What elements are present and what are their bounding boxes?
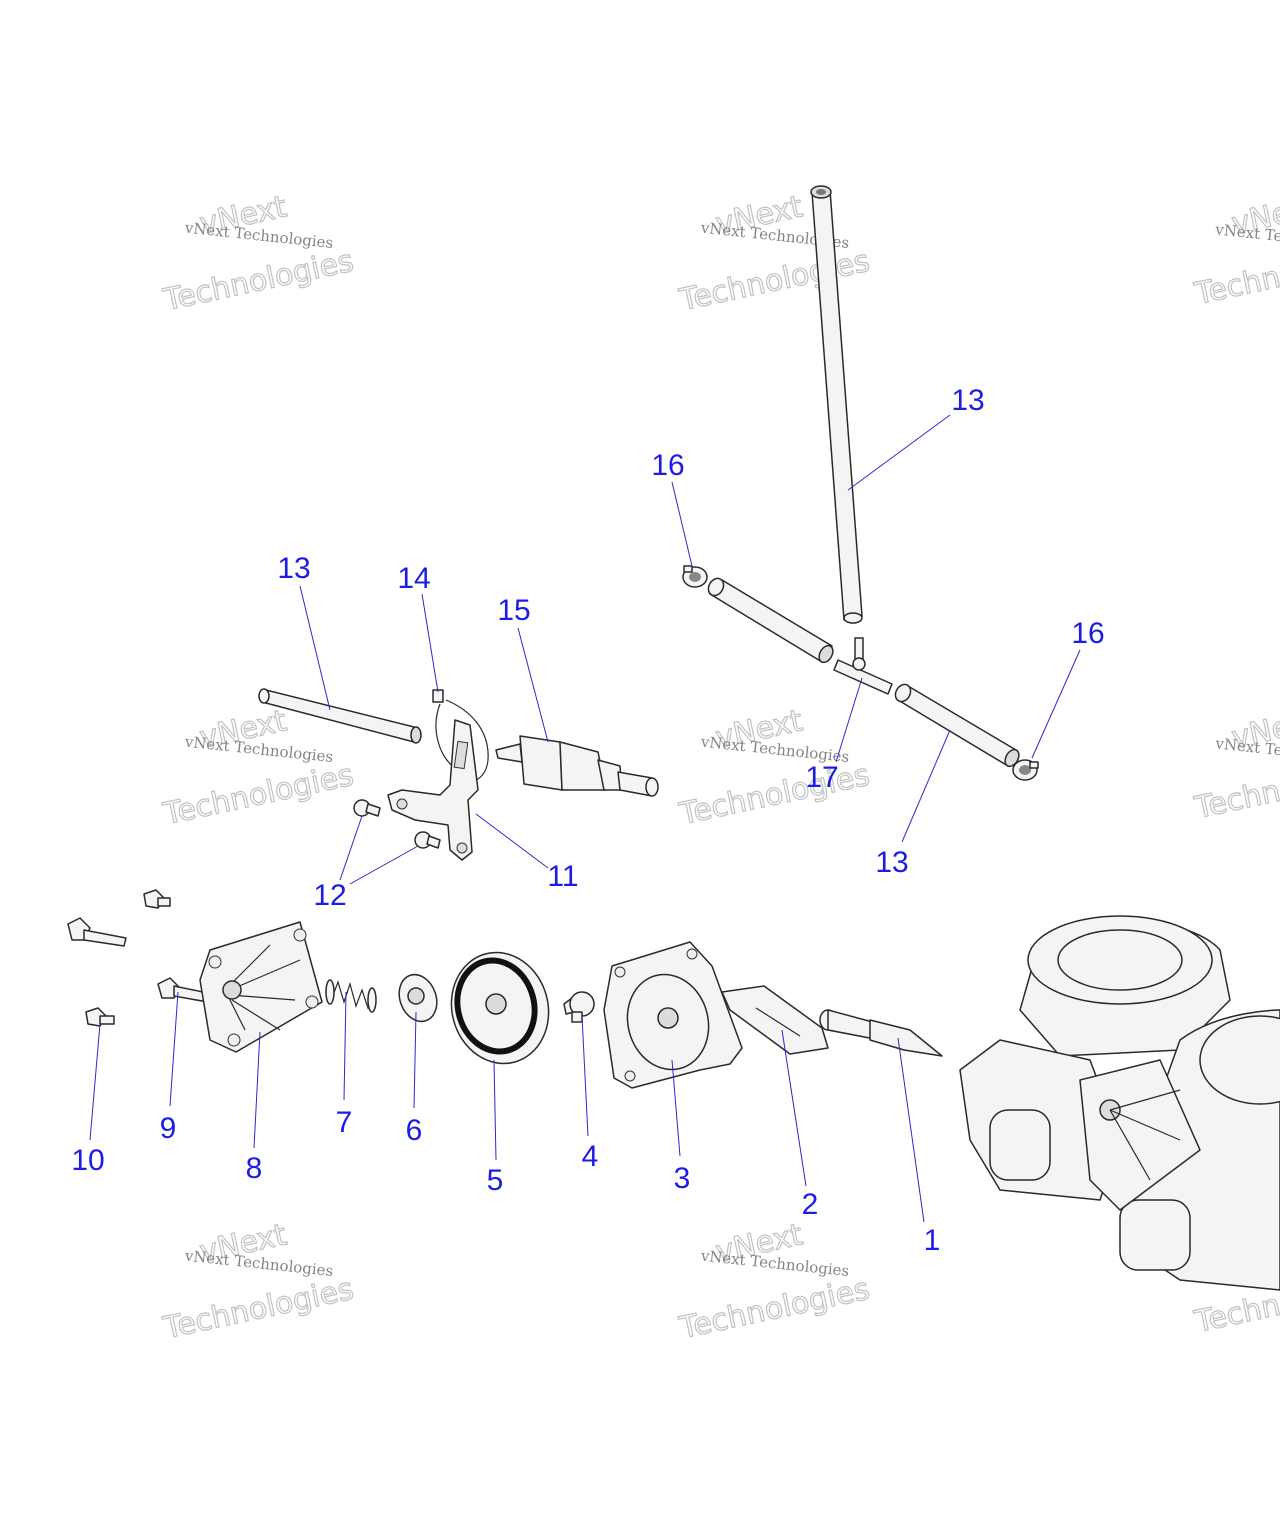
watermark: vNext Technologies vNext Technologies [675, 1217, 873, 1347]
watermark-outline-bottom: Technologies [160, 1272, 357, 1347]
hose-segment-lower [894, 683, 1020, 768]
watermark: vNext Technologies vNext Technologies [159, 1217, 357, 1347]
watermark-outline-bottom: Technologies [160, 758, 357, 833]
callout-11: 11 [547, 860, 578, 893]
callout-16-top: 16 [651, 449, 684, 482]
clamp-lower [1012, 759, 1039, 781]
engine-block [959, 915, 1280, 1291]
watermark-outline-bottom: Techn [1191, 1288, 1280, 1340]
callout-9: 9 [160, 1112, 177, 1145]
washer [398, 973, 438, 1023]
callout-13-left: 13 [277, 552, 310, 585]
solenoid-valve [495, 735, 659, 797]
callout-15: 15 [497, 594, 530, 627]
watermark-outline-bottom: Technologies [160, 244, 357, 319]
watermark-outline-bottom: Technologies [676, 244, 873, 319]
watermark: vNext Technologies vNext Technologies [159, 189, 357, 319]
reed-valve [563, 991, 595, 1023]
callout-14: 14 [397, 562, 430, 595]
callout-7: 7 [336, 1106, 353, 1139]
callout-13-top: 13 [951, 384, 984, 417]
valve-housing [603, 941, 743, 1089]
callout-8: 8 [246, 1152, 263, 1185]
callouts: 1 2 3 4 5 6 7 8 9 10 11 12 13 13 13 14 1… [71, 384, 1104, 1257]
bolt-small-10 [85, 1007, 115, 1027]
clamp-upper [682, 565, 708, 588]
callout-6: 6 [406, 1114, 423, 1147]
callout-3: 3 [674, 1162, 691, 1195]
callout-13-bottom: 13 [875, 846, 908, 879]
callout-16-right: 16 [1071, 617, 1104, 650]
hose-vertical [810, 185, 863, 624]
bolt-top [67, 917, 127, 947]
leader-lines [89, 414, 1081, 1223]
bracket [387, 719, 479, 861]
callout-1: 1 [924, 1224, 941, 1257]
gasket [721, 985, 829, 1055]
hose-segment-upper [707, 577, 834, 664]
screw-upper [353, 799, 381, 817]
watermark-outline-bottom: Techn [1191, 260, 1280, 312]
watermark-outline-bottom: Techn [1191, 774, 1280, 826]
screw-lower [414, 831, 441, 849]
hose-left [258, 688, 422, 744]
tee-fitting [833, 637, 893, 695]
intake-fitting [819, 1009, 943, 1057]
callout-4: 4 [582, 1140, 599, 1173]
callout-17: 17 [805, 761, 838, 794]
watermark: vNe Techn vNext Te [1190, 709, 1280, 827]
watermark-outline-bottom: Technologies [676, 1272, 873, 1347]
watermark: vNext Technologies vNext Technologies [675, 703, 873, 833]
callout-12: 12 [313, 879, 346, 912]
spring [325, 979, 377, 1013]
bolt-small-top [143, 889, 171, 909]
callout-10: 10 [71, 1144, 104, 1177]
callout-2: 2 [802, 1188, 819, 1221]
watermark: vNext Technologies vNext Technologies [159, 703, 357, 833]
callout-5: 5 [487, 1164, 504, 1197]
watermark: vNext Technologies vNext Technologies [675, 189, 873, 319]
watermark-outline-bottom: Technologies [676, 758, 873, 833]
diaphragm [450, 951, 550, 1065]
valve-cover [199, 921, 323, 1053]
watermark: vNe Techn vNext Te [1190, 195, 1280, 313]
